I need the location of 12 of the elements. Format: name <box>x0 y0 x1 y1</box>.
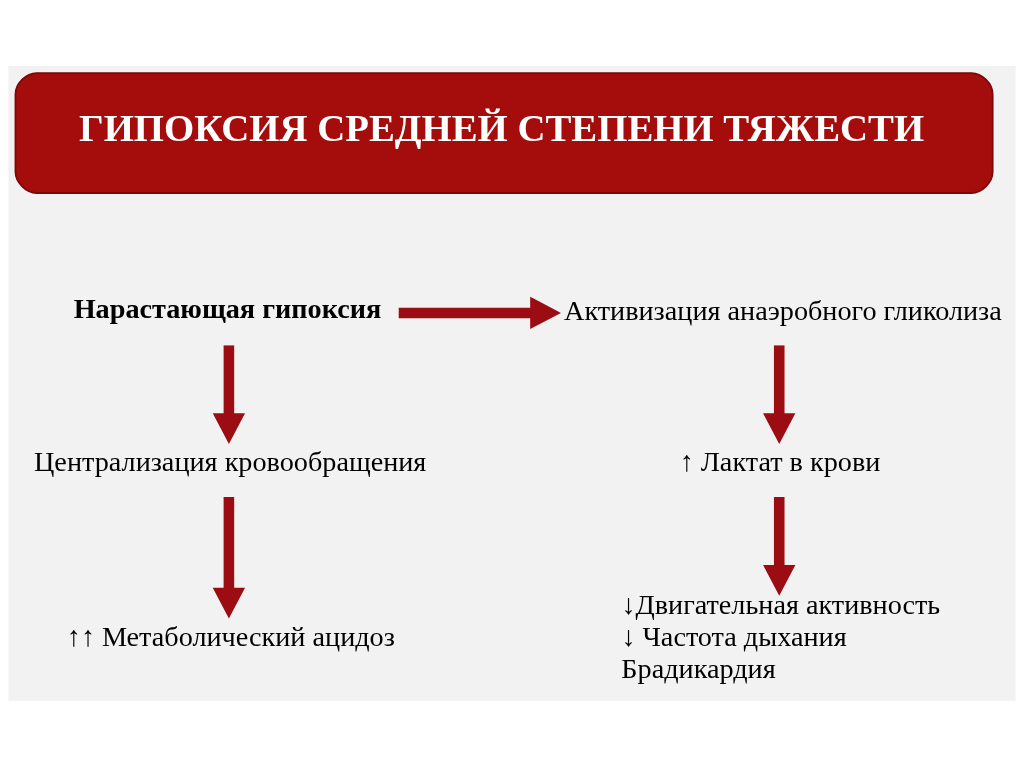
arrow <box>212 345 246 445</box>
arrow <box>763 497 796 596</box>
arrow <box>212 497 246 619</box>
arrow <box>398 296 561 330</box>
node-text: ↑ Лактат в крови <box>679 446 881 478</box>
node-text: ↑↑ Метаболический ацидоз <box>66 620 395 652</box>
node-text: ↓Двигательная активность ↓ Частота дыхания Брадикардия <box>621 589 941 684</box>
node-box: ГИПОКСИЯ СРЕДНЕЙ СТЕПЕНИ ТЯЖЕСТИ <box>14 72 994 194</box>
arrow <box>763 345 796 445</box>
node-text: Централизация кровообращения <box>33 446 427 478</box>
node-text: Нарастающая гипоксия <box>73 292 382 324</box>
node-text: Активизация анаэробного гликолиза <box>564 294 1002 326</box>
